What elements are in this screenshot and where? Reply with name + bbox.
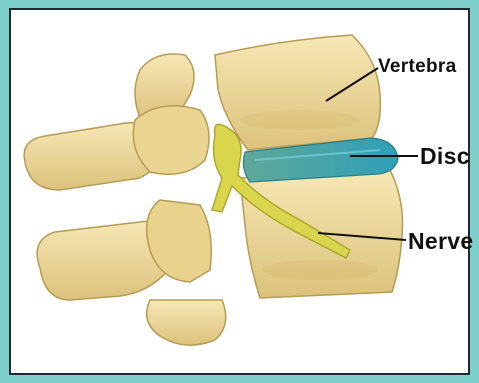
nerve-label: Nerve: [408, 228, 473, 255]
disc-label: Disc: [420, 143, 470, 170]
vertebra-label: Vertebra: [378, 56, 456, 78]
